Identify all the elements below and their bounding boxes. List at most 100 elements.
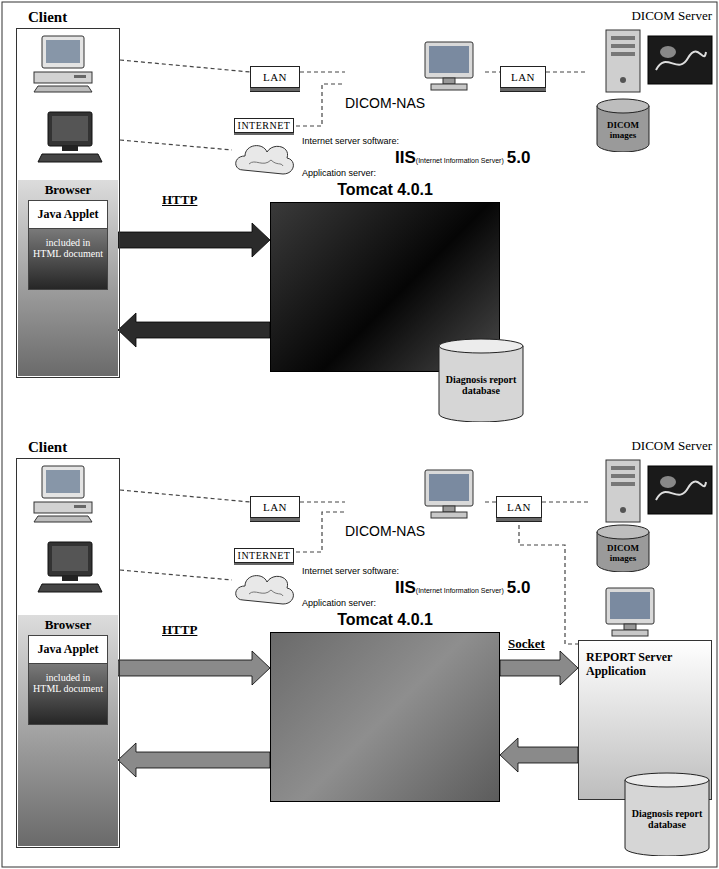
nas-computer: DICOM-NAS <box>345 466 485 540</box>
client-text: Client <box>28 439 67 456</box>
internet-cloud-icon <box>236 146 294 174</box>
caption-label: Internet server software: <box>302 566 399 576</box>
dicom-server-icon <box>606 30 712 92</box>
internet-cloud: INTERNET <box>232 548 296 610</box>
cylinder-top <box>597 525 649 539</box>
browser-panel: BrowserJava Appletincluded in HTML docum… <box>18 615 118 846</box>
block-arrow <box>500 651 578 685</box>
software-name: 5.0 <box>507 578 531 598</box>
connector-label: HTTP <box>160 192 199 208</box>
image-store: DICOM images <box>596 98 650 152</box>
software-name: 5.0 <box>507 148 531 168</box>
cylimg-text: DICOM images <box>599 543 647 563</box>
block-arrow <box>118 743 270 777</box>
lan-hub: LAN <box>500 66 546 88</box>
lan-text: LAN <box>511 71 535 83</box>
cyldb-text: Diagnosis report database <box>627 808 707 830</box>
lan-hub: LAN <box>250 66 300 88</box>
nas-computer-icon <box>425 470 473 518</box>
connector-label: Socket <box>506 636 547 652</box>
network-link <box>546 71 588 72</box>
client-computer <box>38 542 102 592</box>
server-software-line: IIS(Internet Information Server)5.0 <box>395 578 530 598</box>
software-name: IIS <box>395 148 416 168</box>
applet-text: Java Applet <box>29 636 107 664</box>
dicom-server-group: DICOM ServerDICOM images <box>588 438 714 574</box>
client-text: Client <box>28 9 67 26</box>
report-database: Diagnosis report database <box>624 772 710 856</box>
net-text: INTERNET <box>234 548 295 563</box>
applet-text: Java Applet <box>29 201 107 229</box>
cyldb-text: Diagnosis report database <box>441 374 521 396</box>
cylinder-body <box>439 346 523 422</box>
cylinder-top <box>597 99 649 113</box>
network-link <box>120 490 250 502</box>
client-box: ClientBrowserJava Appletincluded in HTML… <box>16 436 120 848</box>
applet-box: Java Appletincluded in HTML document <box>28 635 108 725</box>
lan-text: LAN <box>263 501 287 513</box>
applet-text: included in HTML document <box>29 229 107 267</box>
network-link <box>485 501 496 502</box>
client-computer <box>34 36 92 92</box>
caption-label: Application server: <box>302 168 376 178</box>
cylimg-text: DICOM images <box>599 120 647 140</box>
dicom-server-group: DICOM ServerDICOM images <box>588 8 714 158</box>
software-subtitle: (Internet Information Server) <box>416 587 504 594</box>
network-link <box>296 84 345 126</box>
tomcat-server: Tomcat 4.0.1 <box>270 610 500 802</box>
block-arrow <box>118 651 270 685</box>
report-text: REPORT Server Application <box>578 640 694 688</box>
applet-text: included in HTML document <box>29 664 107 702</box>
software-name: IIS <box>395 578 416 598</box>
network-link <box>485 71 500 72</box>
net-text: INTERNET <box>234 118 295 133</box>
network-link <box>300 501 345 502</box>
software-subtitle: (Internet Information Server) <box>416 157 504 164</box>
cylinder-top <box>625 773 709 787</box>
tomcat-text: Tomcat 4.0.1 <box>337 180 433 200</box>
nas-computer-icon <box>425 42 473 90</box>
lan-hub: LAN <box>250 496 300 518</box>
browser-panel: BrowserJava Appletincluded in HTML docum… <box>18 180 118 376</box>
internet-cloud: INTERNET <box>232 118 296 180</box>
image-store: DICOM images <box>596 524 650 572</box>
network-link <box>120 60 250 72</box>
lan-hub: LAN <box>496 496 542 518</box>
cylinder-top <box>439 339 523 353</box>
dicom-server-icon <box>606 460 712 522</box>
tomcat-text: Tomcat 4.0.1 <box>337 610 433 630</box>
internet-cloud-icon <box>236 576 294 604</box>
network-link <box>296 512 345 552</box>
network-link <box>120 140 232 150</box>
client-computer <box>34 466 92 522</box>
report-server-monitor <box>606 588 654 636</box>
nas-computer: DICOM-NAS <box>345 38 485 112</box>
caption-label: Internet server software: <box>302 136 399 146</box>
caption-label: Application server: <box>302 598 376 608</box>
network-link <box>300 71 345 72</box>
dserver-text: DICOM Server <box>631 8 712 24</box>
tomcat-outline <box>270 632 500 802</box>
nas-text: DICOM-NAS <box>345 95 425 112</box>
report-server: REPORT Server ApplicationDiagnosis repor… <box>578 640 712 862</box>
client-computer <box>38 112 102 162</box>
network-link <box>542 501 588 502</box>
cylinder-body <box>625 780 709 856</box>
applet-box: Java Appletincluded in HTML document <box>28 200 108 290</box>
lan-text: LAN <box>507 501 531 513</box>
server-software-line: IIS(Internet Information Server)5.0 <box>395 148 530 168</box>
block-arrow <box>500 738 578 772</box>
report-database: Diagnosis report database <box>438 338 524 422</box>
block-arrow <box>118 223 270 257</box>
nas-text: DICOM-NAS <box>345 523 425 540</box>
browser-text: Browser <box>45 617 92 633</box>
lan-text: LAN <box>263 71 287 83</box>
dserver-text: DICOM Server <box>631 438 712 454</box>
network-link <box>120 570 232 580</box>
connector-label: HTTP <box>160 622 199 638</box>
client-box: ClientBrowserJava Appletincluded in HTML… <box>16 6 120 378</box>
block-arrow <box>118 313 270 347</box>
browser-text: Browser <box>45 182 92 198</box>
